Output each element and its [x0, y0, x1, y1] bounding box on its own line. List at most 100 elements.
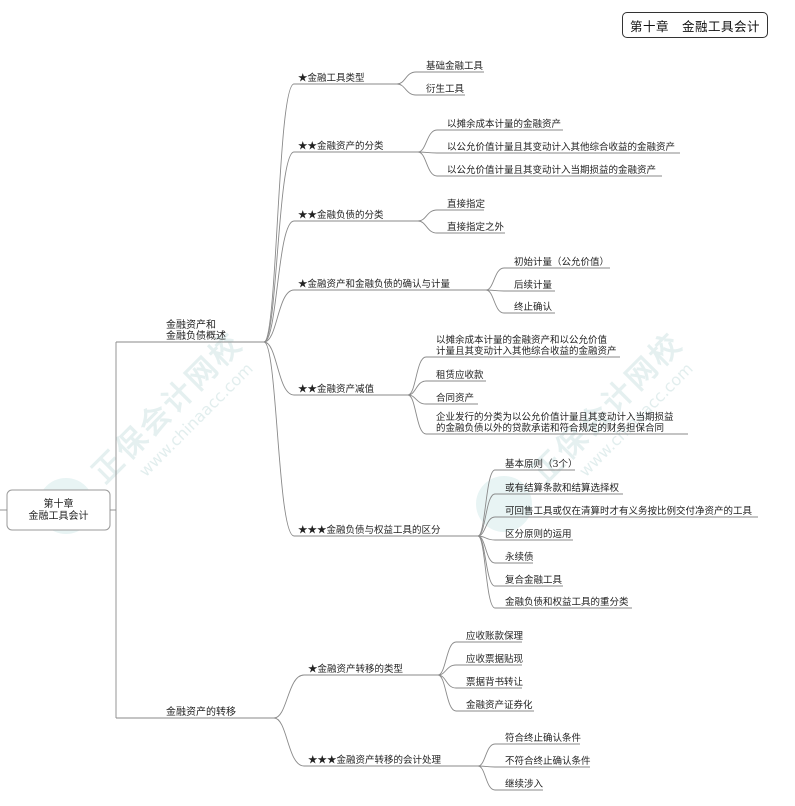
branch-label-1: 金融资产的转移	[166, 705, 236, 718]
leaf-label-0-0-1: 衍生工具	[426, 83, 465, 95]
leaf-label-0-3-0: 初始计量（公允价值）	[514, 256, 609, 268]
leaf-label-0-4-0: 以摊余成本计量的金融资产和以公允价值计量且其变动计入其他综合收益的金融资产	[436, 334, 617, 357]
leaf-label-1-1-1-line: 不符合终止确认条件	[505, 755, 591, 767]
leaf-label-0-3-2-line: 终止确认	[514, 301, 553, 313]
topic-link-0-2	[263, 220, 295, 343]
leaf-label-0-1-2-line: 以公允价值计量且其变动计入当期损益的金融资产	[447, 164, 656, 176]
leaf-label-0-3-1-line: 后续计量	[514, 279, 553, 291]
branch-label-1-line: 金融资产的转移	[166, 705, 236, 718]
topic-label-1-1-line: ★★★金融资产转移的会计处理	[308, 754, 442, 766]
topic-link-1-0	[273, 674, 305, 719]
leaf-link-0-1-0	[417, 129, 438, 153]
topic-label-0-1: ★★金融资产的分类	[298, 140, 384, 152]
leaf-label-0-5-6: 金融负债和权益工具的重分类	[505, 596, 629, 608]
leaf-label-0-2-1-line: 直接指定之外	[447, 221, 505, 233]
leaf-label-0-5-4-line: 永续债	[505, 551, 534, 563]
leaf-label-0-5-2-line: 可回售工具或仅在清算时才有义务按比例交付净资产的工具	[505, 505, 753, 517]
branch-label-0-line: 金融负债概述	[166, 329, 226, 342]
topic-label-0-4-line: ★★金融资产减值	[298, 383, 375, 395]
leaf-label-0-0-0-line: 基础金融工具	[426, 60, 484, 72]
topic-label-0-2: ★★金融负债的分类	[298, 209, 384, 221]
branch-label-0: 金融资产和金融负债概述	[166, 318, 226, 342]
leaf-link-1-0-3	[437, 674, 457, 712]
leaf-link-0-5-6	[477, 535, 496, 609]
leaf-link-0-3-0	[485, 267, 505, 291]
leaf-label-0-5-3-line: 区分原则的运用	[505, 528, 572, 540]
leaf-label-0-4-1: 租赁应收款	[436, 369, 484, 381]
topic-label-1-1: ★★★金融资产转移的会计处理	[308, 754, 442, 766]
leaf-label-0-1-0-line: 以摊余成本计量的金融资产	[447, 118, 561, 130]
leaf-label-0-1-0: 以摊余成本计量的金融资产	[447, 118, 561, 130]
leaf-label-0-3-2: 终止确认	[514, 301, 553, 313]
leaf-label-0-2-0: 直接指定	[447, 198, 486, 210]
leaf-label-0-4-3-line: 企业发行的分类为以公允价值计量且其变动计入当期损益	[436, 411, 674, 423]
leaf-label-0-1-1-line: 以公允价值计量且其变动计入其他综合收益的金融资产	[447, 141, 675, 153]
leaf-label-0-5-5: 复合金融工具	[505, 574, 563, 586]
leaf-label-0-2-1: 直接指定之外	[447, 221, 505, 233]
leaf-link-1-1-0	[477, 743, 496, 767]
leaf-label-0-5-3: 区分原则的运用	[505, 528, 572, 540]
topic-label-1-0-line: ★金融资产转移的类型	[308, 663, 404, 675]
leaf-label-0-3-0-line: 初始计量（公允价值）	[514, 256, 609, 268]
leaf-link-0-0-0	[396, 71, 417, 85]
leaf-label-0-4-3-line: 的金融负债以外的贷款承诺和符合规定的财务担保合同	[436, 422, 664, 434]
leaf-label-1-0-1-line: 应收票据贴现	[466, 653, 524, 665]
leaf-label-0-5-6-line: 金融负债和权益工具的重分类	[505, 596, 629, 608]
leaf-label-0-1-2: 以公允价值计量且其变动计入当期损益的金融资产	[447, 164, 656, 176]
topic-label-0-0-line: ★金融工具类型	[298, 72, 365, 84]
topic-label-0-1-line: ★★金融资产的分类	[298, 140, 384, 152]
leaf-label-1-1-0-line: 符合终止确认条件	[505, 732, 582, 744]
leaf-label-1-1-2-line: 继续涉入	[505, 778, 544, 790]
topic-link-1-1	[273, 717, 305, 767]
leaf-label-1-0-0-line: 应收账款保理	[466, 630, 524, 642]
leaf-label-0-5-4: 永续债	[505, 551, 534, 563]
chapter-title-box: 第十章 金融工具会计	[622, 12, 768, 38]
leaf-link-0-4-3	[407, 394, 427, 435]
leaf-label-0-4-2: 合同资产	[436, 392, 474, 404]
leaf-label-1-0-3-line: 金融资产证券化	[466, 699, 533, 711]
leaf-label-0-5-1: 或有结算条款和结算选择权	[505, 482, 620, 494]
leaf-label-1-0-3: 金融资产证券化	[466, 699, 533, 711]
leaf-label-1-0-0: 应收账款保理	[466, 630, 524, 642]
leaf-label-0-1-1: 以公允价值计量且其变动计入其他综合收益的金融资产	[447, 141, 675, 153]
topic-label-0-5: ★★★金融负债与权益工具的区分	[298, 524, 441, 536]
leaf-label-0-4-1-line: 租赁应收款	[436, 369, 484, 381]
leaf-label-0-5-2: 可回售工具或仅在清算时才有义务按比例交付净资产的工具	[505, 505, 753, 517]
leaf-link-0-0-1	[396, 83, 417, 96]
leaf-link-1-0-1	[437, 664, 457, 676]
leaf-label-0-4-3: 企业发行的分类为以公允价值计量且其变动计入当期损益的金融负债以外的贷款承诺和符合…	[436, 411, 674, 434]
leaf-label-0-0-1-line: 衍生工具	[426, 83, 465, 95]
topic-link-0-1	[263, 151, 295, 343]
topic-link-0-4	[263, 341, 295, 396]
topic-label-0-4: ★★金融资产减值	[298, 383, 375, 395]
topic-label-0-5-line: ★★★金融负债与权益工具的区分	[298, 524, 441, 536]
topic-link-0-5	[263, 341, 295, 537]
leaf-label-1-1-0: 符合终止确认条件	[505, 732, 582, 744]
chapter-title: 第十章 金融工具会计	[629, 18, 760, 34]
leaf-link-0-4-1	[407, 380, 427, 396]
leaf-label-1-0-1: 应收票据贴现	[466, 653, 524, 665]
leaf-label-0-0-0: 基础金融工具	[426, 60, 484, 72]
leaf-label-0-4-0-line: 以摊余成本计量的金融资产和以公允价值	[436, 334, 608, 346]
root-node-box	[6, 489, 111, 531]
leaf-label-0-3-1: 后续计量	[514, 279, 553, 291]
leaf-label-0-4-0-line: 计量且其变动计入其他综合收益的金融资产	[436, 345, 617, 357]
leaf-link-0-5-1	[477, 493, 496, 537]
topic-label-1-0: ★金融资产转移的类型	[308, 663, 404, 675]
leaf-label-1-0-2: 票据背书转让	[466, 676, 524, 688]
topic-label-0-3: ★金融资产和金融负债的确认与计量	[298, 278, 451, 290]
topic-label-0-2-line: ★★金融负债的分类	[298, 209, 384, 221]
leaf-link-0-2-1	[417, 220, 438, 234]
leaf-link-0-5-2	[477, 516, 496, 537]
leaf-link-1-1-2	[477, 765, 496, 791]
leaf-label-0-5-1-line: 或有结算条款和结算选择权	[505, 482, 620, 494]
topic-link-0-3	[263, 289, 295, 343]
leaf-link-0-1-2	[417, 151, 438, 177]
leaf-link-0-2-0	[417, 209, 438, 222]
leaf-label-0-2-0-line: 直接指定	[447, 198, 486, 210]
branch-label-0-line: 金融资产和	[166, 318, 216, 331]
leaf-label-0-4-2-line: 合同资产	[436, 392, 474, 404]
topic-link-0-0	[263, 83, 295, 343]
leaf-label-1-1-1: 不符合终止确认条件	[505, 755, 591, 767]
